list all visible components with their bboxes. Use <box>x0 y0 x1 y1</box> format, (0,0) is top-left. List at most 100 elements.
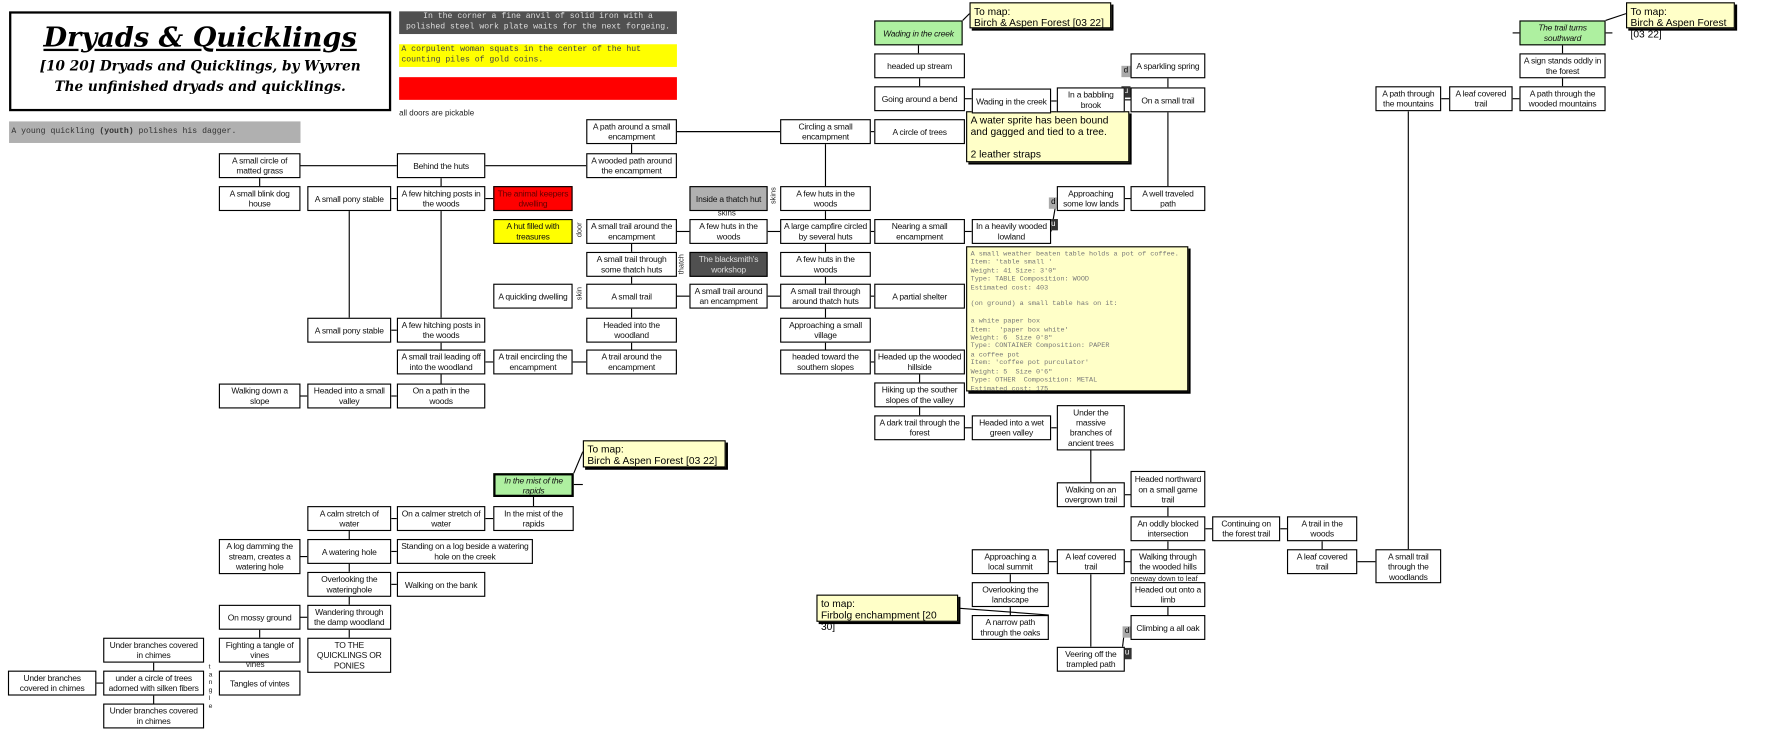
room-overwater[interactable]: Overlooking the wateringhole <box>307 571 392 597</box>
room-chimesbottom[interactable]: Under branches covered in chimes <box>103 703 205 729</box>
room-keeper[interactable]: The animal keepers dwelling <box>493 186 573 212</box>
room-slope[interactable]: Walking down a slope <box>218 383 301 409</box>
room-valley[interactable]: Headed into a small valley <box>307 383 392 409</box>
room-pathsmall[interactable]: A path around a small encampment <box>586 119 677 145</box>
room-wooded-hills[interactable]: Walking through the wooded hills <box>1130 549 1206 575</box>
room-chimestop[interactable]: Under branches covered in chimes <box>103 637 205 663</box>
room-blacksmith[interactable]: The blacksmith's workshop <box>689 251 768 277</box>
room-heavily[interactable]: In a heavily wooded lowland <box>971 218 1052 244</box>
room-thatchhuts[interactable]: A small trail through some thatch huts <box>586 251 677 277</box>
room-headwood[interactable]: Headed into the woodland <box>586 317 677 343</box>
room-woodedpath[interactable]: A wooded path around the encampment <box>586 153 677 179</box>
room-encircling[interactable]: A trail encircling the encampment <box>493 349 573 375</box>
room-sign[interactable]: A sign stands oddly in the forest <box>1519 53 1606 79</box>
room-smalltrail[interactable]: A small trail <box>586 283 677 309</box>
room-wetvalley[interactable]: Headed into a wet green valley <box>971 415 1052 441</box>
room-wadingcreek[interactable]: Wading in the creek <box>971 88 1052 114</box>
room-hiking[interactable]: Hiking up the souther slopes of the vall… <box>874 382 965 408</box>
room-inmist[interactable]: In the mist of the rapids <box>493 506 574 532</box>
room-aroundenc[interactable]: A small trail around an encampment <box>689 283 768 309</box>
room-hitch2[interactable]: A few hitching posts in the woods <box>396 317 486 343</box>
room-watering[interactable]: A watering hole <box>307 538 392 564</box>
room-mossy[interactable]: On mossy ground <box>218 604 301 630</box>
room-mountains[interactable]: A path through the mountains <box>1375 86 1442 112</box>
room-oak[interactable]: Climbing a all oak <box>1130 615 1206 640</box>
room-southern[interactable]: headed toward the southern slopes <box>780 349 871 375</box>
room-tangles[interactable]: Tangles of vintes <box>218 670 301 696</box>
room-wadinggreen[interactable]: Wading in the creek <box>874 20 963 46</box>
room-chimesleft[interactable]: Under branches covered in chimes <box>7 670 97 696</box>
room-campfire[interactable]: A large campfire circled by several huts <box>780 218 871 244</box>
room-oddly[interactable]: An oddly blocked intersection <box>1130 516 1206 542</box>
room-mist[interactable]: In the mist of the rapids <box>493 473 574 497</box>
room-tothe[interactable]: TO THE QUICKLINGS OR PONIES <box>307 637 392 673</box>
room-pony2[interactable]: A small pony stable <box>307 317 392 343</box>
room-treasure[interactable]: A hut filled with treasures <box>493 218 573 244</box>
exit-up-icon: u <box>1122 647 1132 660</box>
map-tagline: The unfinished dryads and quicklings. <box>54 78 346 95</box>
room-welltraveled[interactable]: A well traveled path <box>1130 186 1206 212</box>
room-hitch1[interactable]: A few hitching posts in the woods <box>396 186 486 212</box>
room-woodedmtn[interactable]: A path through the wooded mountains <box>1519 86 1606 112</box>
room-veering[interactable]: Veering off the trampled path <box>1056 646 1125 672</box>
map-title-box: Dryads & Quicklings [10 20] Dryads and Q… <box>9 11 392 112</box>
room-matted[interactable]: A small circle of matted grass <box>218 153 301 179</box>
room-behind[interactable]: Behind the huts <box>396 153 486 179</box>
room-leading[interactable]: A small trail leading off into the woodl… <box>396 349 486 375</box>
map-link-note[interactable]: to map: Firbolg enchampment [20 30] <box>816 594 959 632</box>
room-turns[interactable]: The trail turns southward <box>1519 20 1606 46</box>
room-quickling[interactable]: A quickling dwelling <box>493 283 573 309</box>
room-standing[interactable]: Standing on a log beside a watering hole… <box>396 538 533 564</box>
room-fewhutsf[interactable]: A few huts in the woods <box>689 218 768 244</box>
room-circling[interactable]: Circling a small encampment <box>780 119 871 145</box>
room-leafmtn[interactable]: A leaf covered trail <box>1449 86 1513 112</box>
room-lowlands[interactable]: Approaching some low lands <box>1056 186 1125 212</box>
room-limb[interactable]: Headed out onto a limb <box>1130 582 1206 608</box>
room-leafr[interactable]: A leaf covered trail <box>1286 549 1358 575</box>
room-fighting[interactable]: Fighting a tangle of vines <box>218 637 301 663</box>
room-northward[interactable]: Headed northward on a small game trail <box>1130 470 1206 508</box>
room-fewhutsg2[interactable]: A few huts in the woods <box>780 251 871 277</box>
room-trailwoods[interactable]: A trail in the woods <box>1286 516 1358 542</box>
room-pony1[interactable]: A small pony stable <box>307 186 392 212</box>
room-fewhutsg[interactable]: A few huts in the woods <box>780 186 871 212</box>
room-woodlands[interactable]: A small trail through the woodlands <box>1375 549 1442 584</box>
exit-label: skins <box>769 187 778 205</box>
room-bend[interactable]: Going around a bend <box>874 86 965 112</box>
room-sparkling[interactable]: A sparkling spring <box>1130 53 1206 79</box>
room-continuing[interactable]: Continuing on the forest trail <box>1212 516 1281 542</box>
room-summit[interactable]: Approaching a local summit <box>971 549 1049 575</box>
room-insidehut[interactable]: Inside a thatch hut <box>689 186 768 212</box>
exit-label: skins <box>717 209 736 218</box>
room-village[interactable]: Approaching a small village <box>780 317 871 343</box>
room-darktrail[interactable]: A dark trail through the forest <box>874 415 965 441</box>
room-blink[interactable]: A small blink dog house <box>218 186 301 212</box>
room-trailaround[interactable]: A small trail around the encampment <box>586 218 677 244</box>
room-bank[interactable]: Walking on the bank <box>396 571 486 597</box>
room-circletrees[interactable]: A circle of trees <box>874 119 965 145</box>
room-shelter[interactable]: A partial shelter <box>874 283 965 309</box>
room-upstream[interactable]: headed up stream <box>874 53 965 79</box>
note-pointer <box>573 451 584 474</box>
room-log[interactable]: A log damming the stream, creates a wate… <box>218 538 301 575</box>
room-hillside[interactable]: Headed up the wooded hillside <box>874 349 965 375</box>
room-smalltrailk[interactable]: On a small trail <box>1130 87 1206 113</box>
room-thatcharound[interactable]: A small trail through around thatch huts <box>780 283 871 309</box>
room-silken[interactable]: under a circle of trees adorned with sil… <box>103 670 205 696</box>
room-wandering[interactable]: Wandering through the damp woodland <box>307 604 392 630</box>
map-link-note[interactable]: To map: Birch & Aspen Forest [03 22] <box>969 2 1112 29</box>
room-babbling[interactable]: In a babbling brook <box>1056 87 1125 113</box>
room-calm[interactable]: A calm stretch of water <box>307 506 392 532</box>
room-leafj[interactable]: A leaf covered trail <box>1056 549 1125 575</box>
room-calmer[interactable]: On a calmer stretch of water <box>396 506 486 532</box>
youth-text: A young quickling <box>11 127 100 137</box>
room-nearing[interactable]: Nearing a small encampment <box>874 218 965 244</box>
map-link-note[interactable]: To map: Birch & Aspen Forest [03 22] <box>1626 2 1735 40</box>
room-onpath[interactable]: On a path in the woods <box>396 383 486 409</box>
room-narrow[interactable]: A narrow path through the oaks <box>971 615 1049 640</box>
room-trailarounde[interactable]: A trail around the encampment <box>586 349 677 375</box>
map-link-note[interactable]: To map: Birch & Aspen Forest [03 22] <box>582 440 726 468</box>
room-overgrown[interactable]: Walking on an overgrown trail <box>1056 482 1125 508</box>
room-landscape[interactable]: Overlooking the landscape <box>971 582 1049 608</box>
room-massive[interactable]: Under the massive branches of ancient tr… <box>1056 405 1125 451</box>
